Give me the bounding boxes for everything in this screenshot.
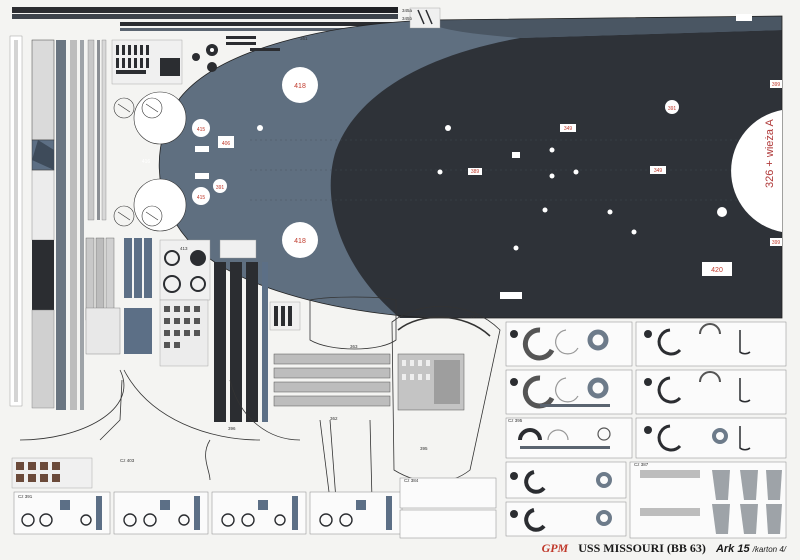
bottom-panels: [11, 457, 787, 539]
label-cz384: Cz 384: [404, 478, 419, 483]
label-cz391: Cz 391: [18, 494, 33, 499]
deck-number-418-top: 418: [294, 83, 306, 90]
part-boxes: [195, 14, 782, 299]
part-labels: 345a 345b 413 361 362 363 364 394 395 39…: [18, 8, 649, 499]
left-strips: [9, 35, 107, 410]
top-strips: [12, 7, 400, 31]
deck-number-399-bottom: 399: [772, 240, 781, 246]
deck-number-420: 420: [711, 267, 723, 274]
deck-numbers: 418 418 415 415 416 406 391 420 399 399 …: [142, 82, 781, 274]
deck-number-349-top: 349: [564, 126, 573, 132]
label-361: 361: [300, 36, 308, 41]
label-413: 413: [180, 246, 188, 251]
hole-415-bottom: [192, 187, 210, 205]
deck-number-415-top: 415: [197, 127, 206, 133]
sheet-number-text: Ark 15: [715, 543, 750, 555]
dark-plates: [214, 239, 268, 422]
turret-a-cutout: [731, 110, 782, 232]
deck-number-416: 416: [142, 159, 151, 165]
deck-number-399-top: 399: [772, 82, 781, 88]
sheet-footer: GPM USS MISSOURI (BB 63) Ark 15 /karton …: [542, 541, 786, 556]
label-364: 364: [418, 314, 426, 319]
barbette-left-bottom: [133, 178, 187, 232]
barbette-left-top: [133, 91, 187, 145]
label-395: 395: [420, 446, 428, 451]
sheet-note: /karton 4/: [752, 545, 786, 554]
barbette-marks: [113, 97, 163, 227]
label-345a: 345a: [402, 8, 413, 13]
deck-number-391-right: 391: [668, 106, 677, 112]
ring-panels: [505, 321, 787, 459]
label-cz395: Cz 395: [508, 418, 523, 423]
model-title: USS MISSOURI (BB 63): [578, 541, 706, 555]
deck-number-418-bottom: 418: [294, 238, 306, 245]
deck-number-391: 391: [216, 185, 225, 191]
label-396: 396: [228, 426, 236, 431]
hole-415-top: [192, 119, 210, 137]
rail-outlines: [19, 296, 501, 501]
deck-number-349-bottom: 349: [654, 168, 663, 174]
upper-left-parts: [111, 7, 441, 85]
deck-number-415-bottom: 415: [197, 195, 206, 201]
label-363: 363: [350, 344, 358, 349]
brand-logo: GPM: [541, 541, 569, 555]
label-394: 394: [470, 314, 478, 319]
turret-hole-418-bottom: [282, 222, 318, 258]
label-cz403: Cz 403: [120, 458, 135, 463]
deck-number-389: 389: [471, 169, 480, 175]
deck-number-406: 406: [222, 141, 231, 147]
middle-strips: [85, 237, 211, 367]
plank-parts: [269, 301, 465, 411]
turret-hole-418-top: [282, 67, 318, 103]
label-345b: 345b: [402, 16, 413, 21]
turret-a-label: 326 + wieża A: [764, 119, 776, 188]
sheet-number: Ark 15 /karton 4/: [716, 543, 786, 555]
label-cz387: Cz 387: [634, 462, 649, 467]
label-362: 362: [330, 416, 338, 421]
